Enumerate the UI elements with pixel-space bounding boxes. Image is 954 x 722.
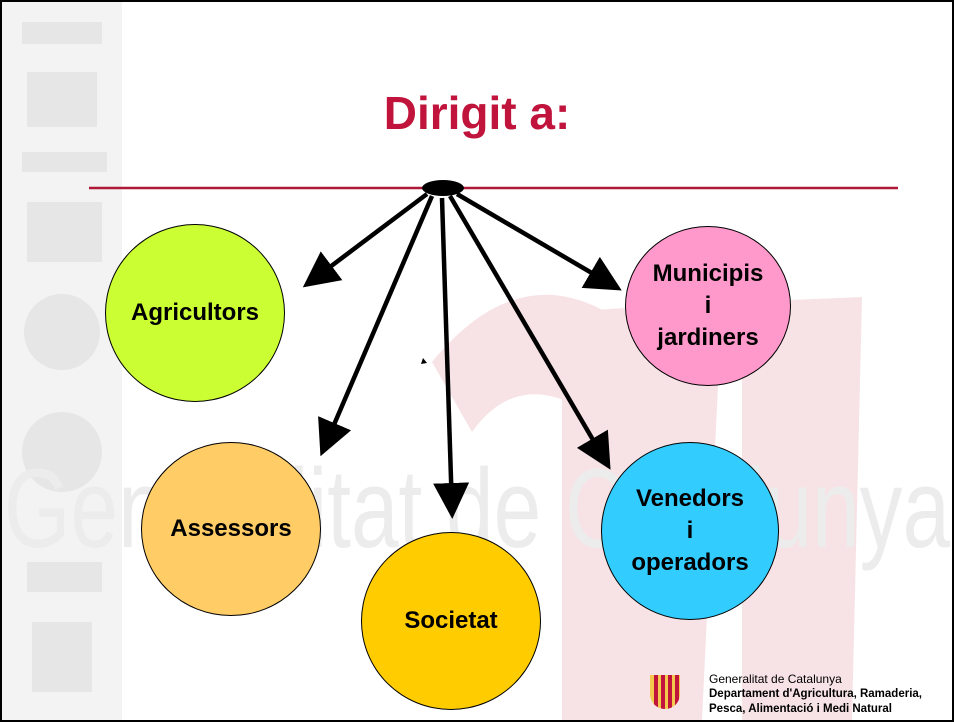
- arrow-societat: [433, 197, 470, 519]
- node-municipis-label-2: i: [704, 292, 712, 319]
- arrow-venedors: [448, 194, 611, 470]
- page-title: Dirigit a:: [383, 87, 571, 139]
- node-municipis-label-1: Municipis: [652, 260, 764, 287]
- node-assessors: Assessors: [141, 442, 321, 616]
- footer-dept-line2: Pesca, Alimentació i Medi Natural: [709, 703, 892, 715]
- node-venedors-label-2: i: [686, 517, 694, 544]
- node-assessors-label: Assessors: [170, 515, 292, 542]
- node-municipis: Municipis i jardiners: [625, 226, 791, 386]
- arrow-assessors: [318, 195, 435, 457]
- footer-dept-line1: Departament d'Agricultura, Ramaderia,: [709, 688, 922, 700]
- node-agricultors: Agricultors: [105, 224, 285, 402]
- node-venedors: Venedors i operadors: [601, 442, 779, 620]
- arrow-municipis: [455, 192, 622, 291]
- small-marker: [421, 358, 427, 364]
- arrow-agricultors: [302, 192, 429, 288]
- node-municipis-label-3: jardiners: [657, 324, 759, 351]
- generalitat-flag-icon: [650, 675, 680, 709]
- node-agricultors-label: Agricultors: [130, 299, 259, 326]
- hub-node: [422, 180, 464, 196]
- node-societat-label: Societat: [404, 607, 498, 634]
- footer-department: Departament d'Agricultura, Ramaderia, Pe…: [709, 687, 922, 717]
- node-venedors-label-3: operadors: [631, 549, 749, 576]
- node-societat: Societat: [361, 532, 541, 710]
- footer-org: Generalitat de Catalunya: [709, 672, 842, 686]
- node-venedors-label-1: Venedors: [635, 485, 745, 512]
